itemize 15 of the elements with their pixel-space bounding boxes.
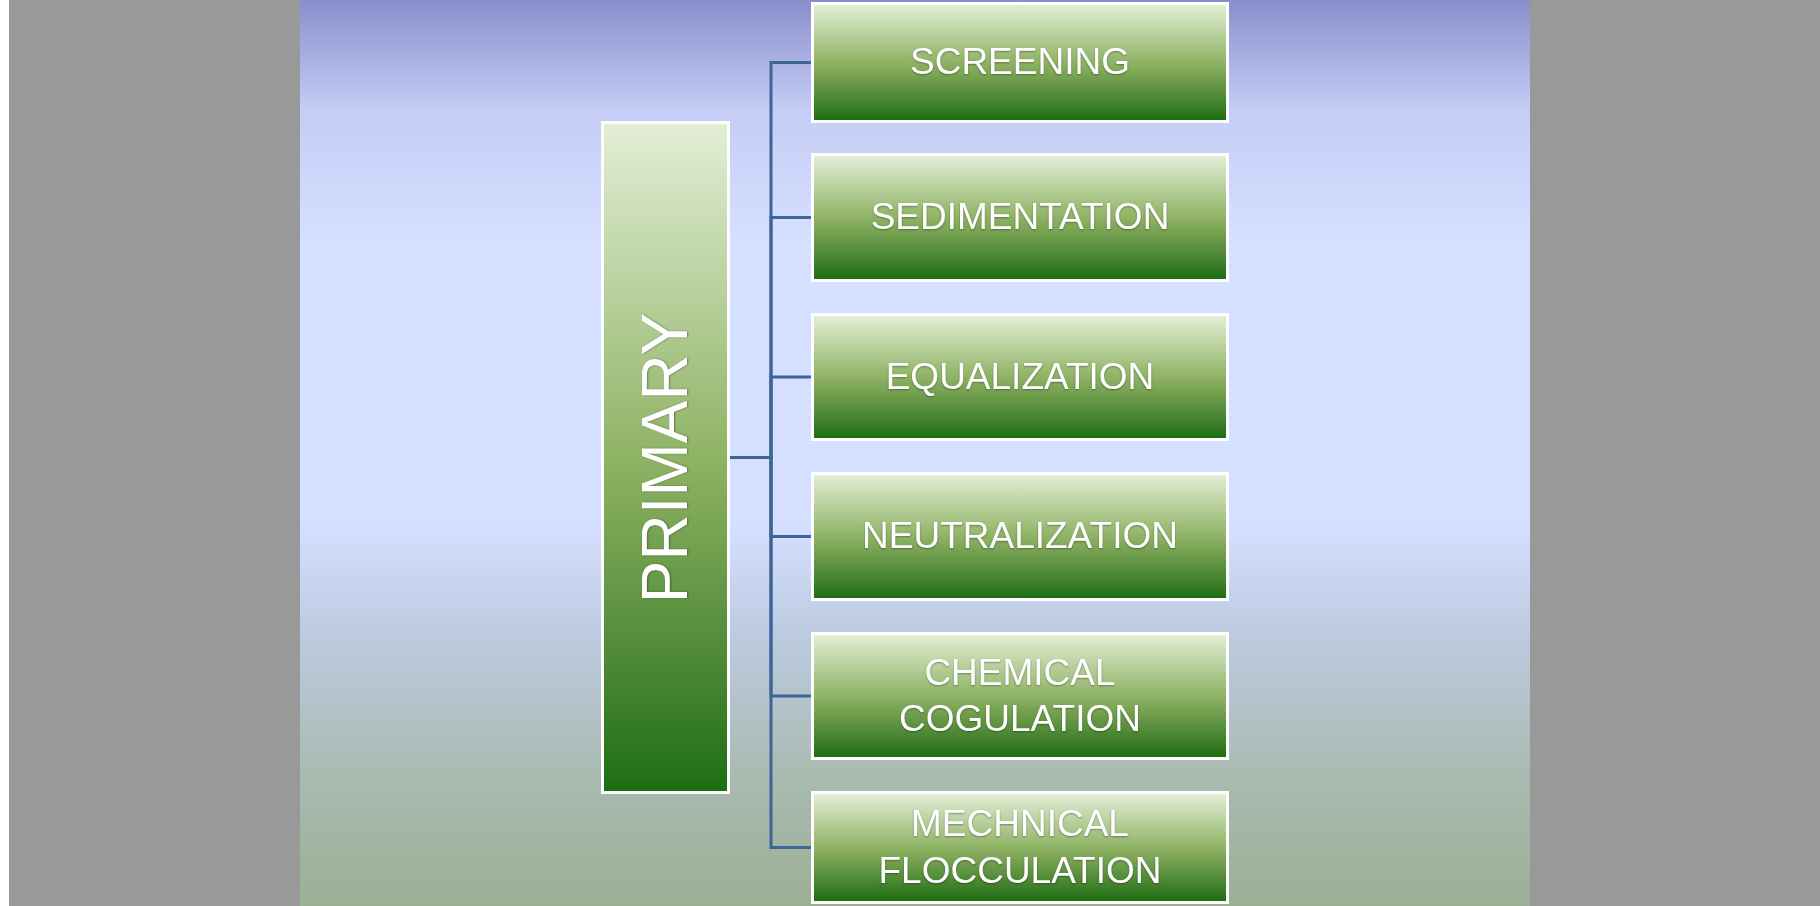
connector-line: [730, 456, 811, 849]
process-box: [811, 791, 1229, 904]
box-label: PRIMARY: [633, 312, 698, 603]
process-box: [811, 313, 1229, 441]
box-label: SEDIMENTATION: [869, 195, 1171, 240]
box-label: CHEMICAL COGULATION: [898, 650, 1142, 741]
process-box: [811, 472, 1229, 601]
process-box: [811, 153, 1229, 282]
box-label: MECHNICAL FLOCCULATION: [877, 802, 1163, 893]
process-box: [811, 632, 1229, 760]
process-box: [811, 2, 1229, 123]
box-label: SCREENING: [909, 40, 1131, 85]
box-label: NEUTRALIZATION: [861, 514, 1179, 559]
box-label: EQUALIZATION: [884, 354, 1156, 399]
process-box: [601, 121, 730, 794]
